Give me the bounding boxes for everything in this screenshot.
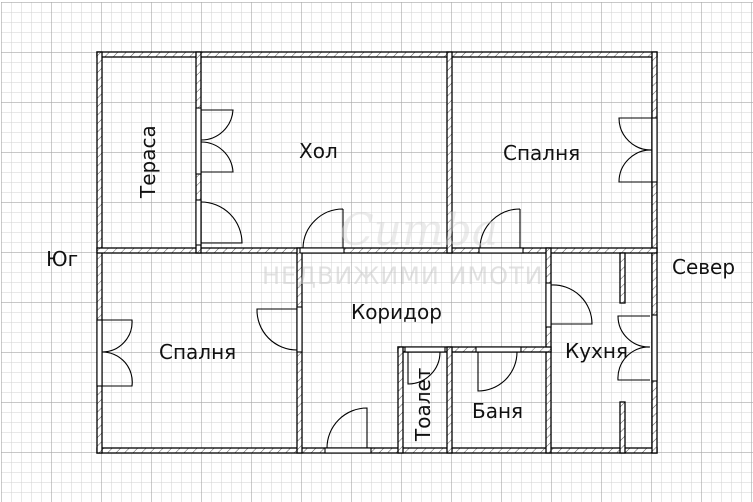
room-label-corridor: Коридор — [351, 300, 442, 324]
walls — [96, 51, 658, 454]
room-label-kitchen: Кухня — [565, 339, 628, 363]
room-label-toilet: Тоалет — [411, 367, 435, 441]
compass-south-label: Юг — [46, 247, 79, 271]
room-label-terrace: Тераса — [136, 125, 160, 198]
room-label-bedroom-south: Спалня — [159, 340, 237, 364]
watermark-logo: Cumba — [340, 205, 499, 256]
room-label-bathroom: Баня — [472, 399, 524, 423]
watermark-caption: НЕДВИЖИМИ ИМОТИ — [262, 262, 544, 290]
room-label-hall: Хол — [299, 139, 338, 163]
doors — [96, 107, 658, 454]
compass-north-label: Север — [672, 255, 736, 279]
room-label-bedroom-north: Спалня — [503, 141, 581, 165]
